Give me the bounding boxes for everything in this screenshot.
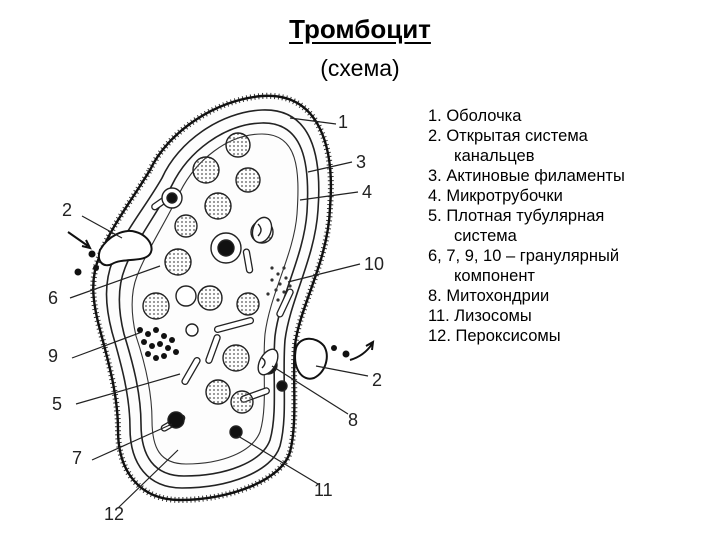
legend-item-8: 8. Митохондрии <box>428 287 550 305</box>
label-11: 11 <box>314 480 333 500</box>
label-9: 9 <box>48 346 58 366</box>
legend-item-1: 1. Оболочка <box>428 107 522 125</box>
label-5: 5 <box>52 394 62 414</box>
label-6: 6 <box>48 288 58 308</box>
label-1: 1 <box>338 112 348 132</box>
label-4: 4 <box>362 182 372 202</box>
label-2-right: 2 <box>372 370 382 390</box>
legend-item-4: 4. Микротрубочки <box>428 187 563 205</box>
legend-item-11: 11. Лизосомы <box>428 307 532 325</box>
open-canalicular-system-left <box>98 230 153 267</box>
diagram-title: Тромбоцит <box>289 14 431 44</box>
actin-filaments <box>105 109 320 489</box>
legend-item-12: 12. Пероксисомы <box>428 327 561 345</box>
diagram-subtitle: (схема) <box>320 55 400 81</box>
label-12: 12 <box>104 504 124 524</box>
microtubules-inner <box>131 133 299 465</box>
label-2-left: 2 <box>62 200 72 220</box>
label-3: 3 <box>356 152 366 172</box>
mitochondria <box>251 216 279 376</box>
arrow-in-icon <box>67 231 92 250</box>
label-8: 8 <box>348 410 358 430</box>
open-canalicular-system-right <box>294 337 328 380</box>
label-10: 10 <box>364 254 384 274</box>
leader-lines <box>69 117 369 509</box>
label-7: 7 <box>72 448 82 468</box>
legend-item-3: 3. Актиновые филаменты <box>428 167 625 185</box>
small-granule-cluster <box>266 266 292 302</box>
external-particles <box>74 250 350 358</box>
membrane-fringe <box>90 92 334 504</box>
arrow-out-icon <box>349 340 375 361</box>
glycogen-cluster <box>137 327 179 361</box>
